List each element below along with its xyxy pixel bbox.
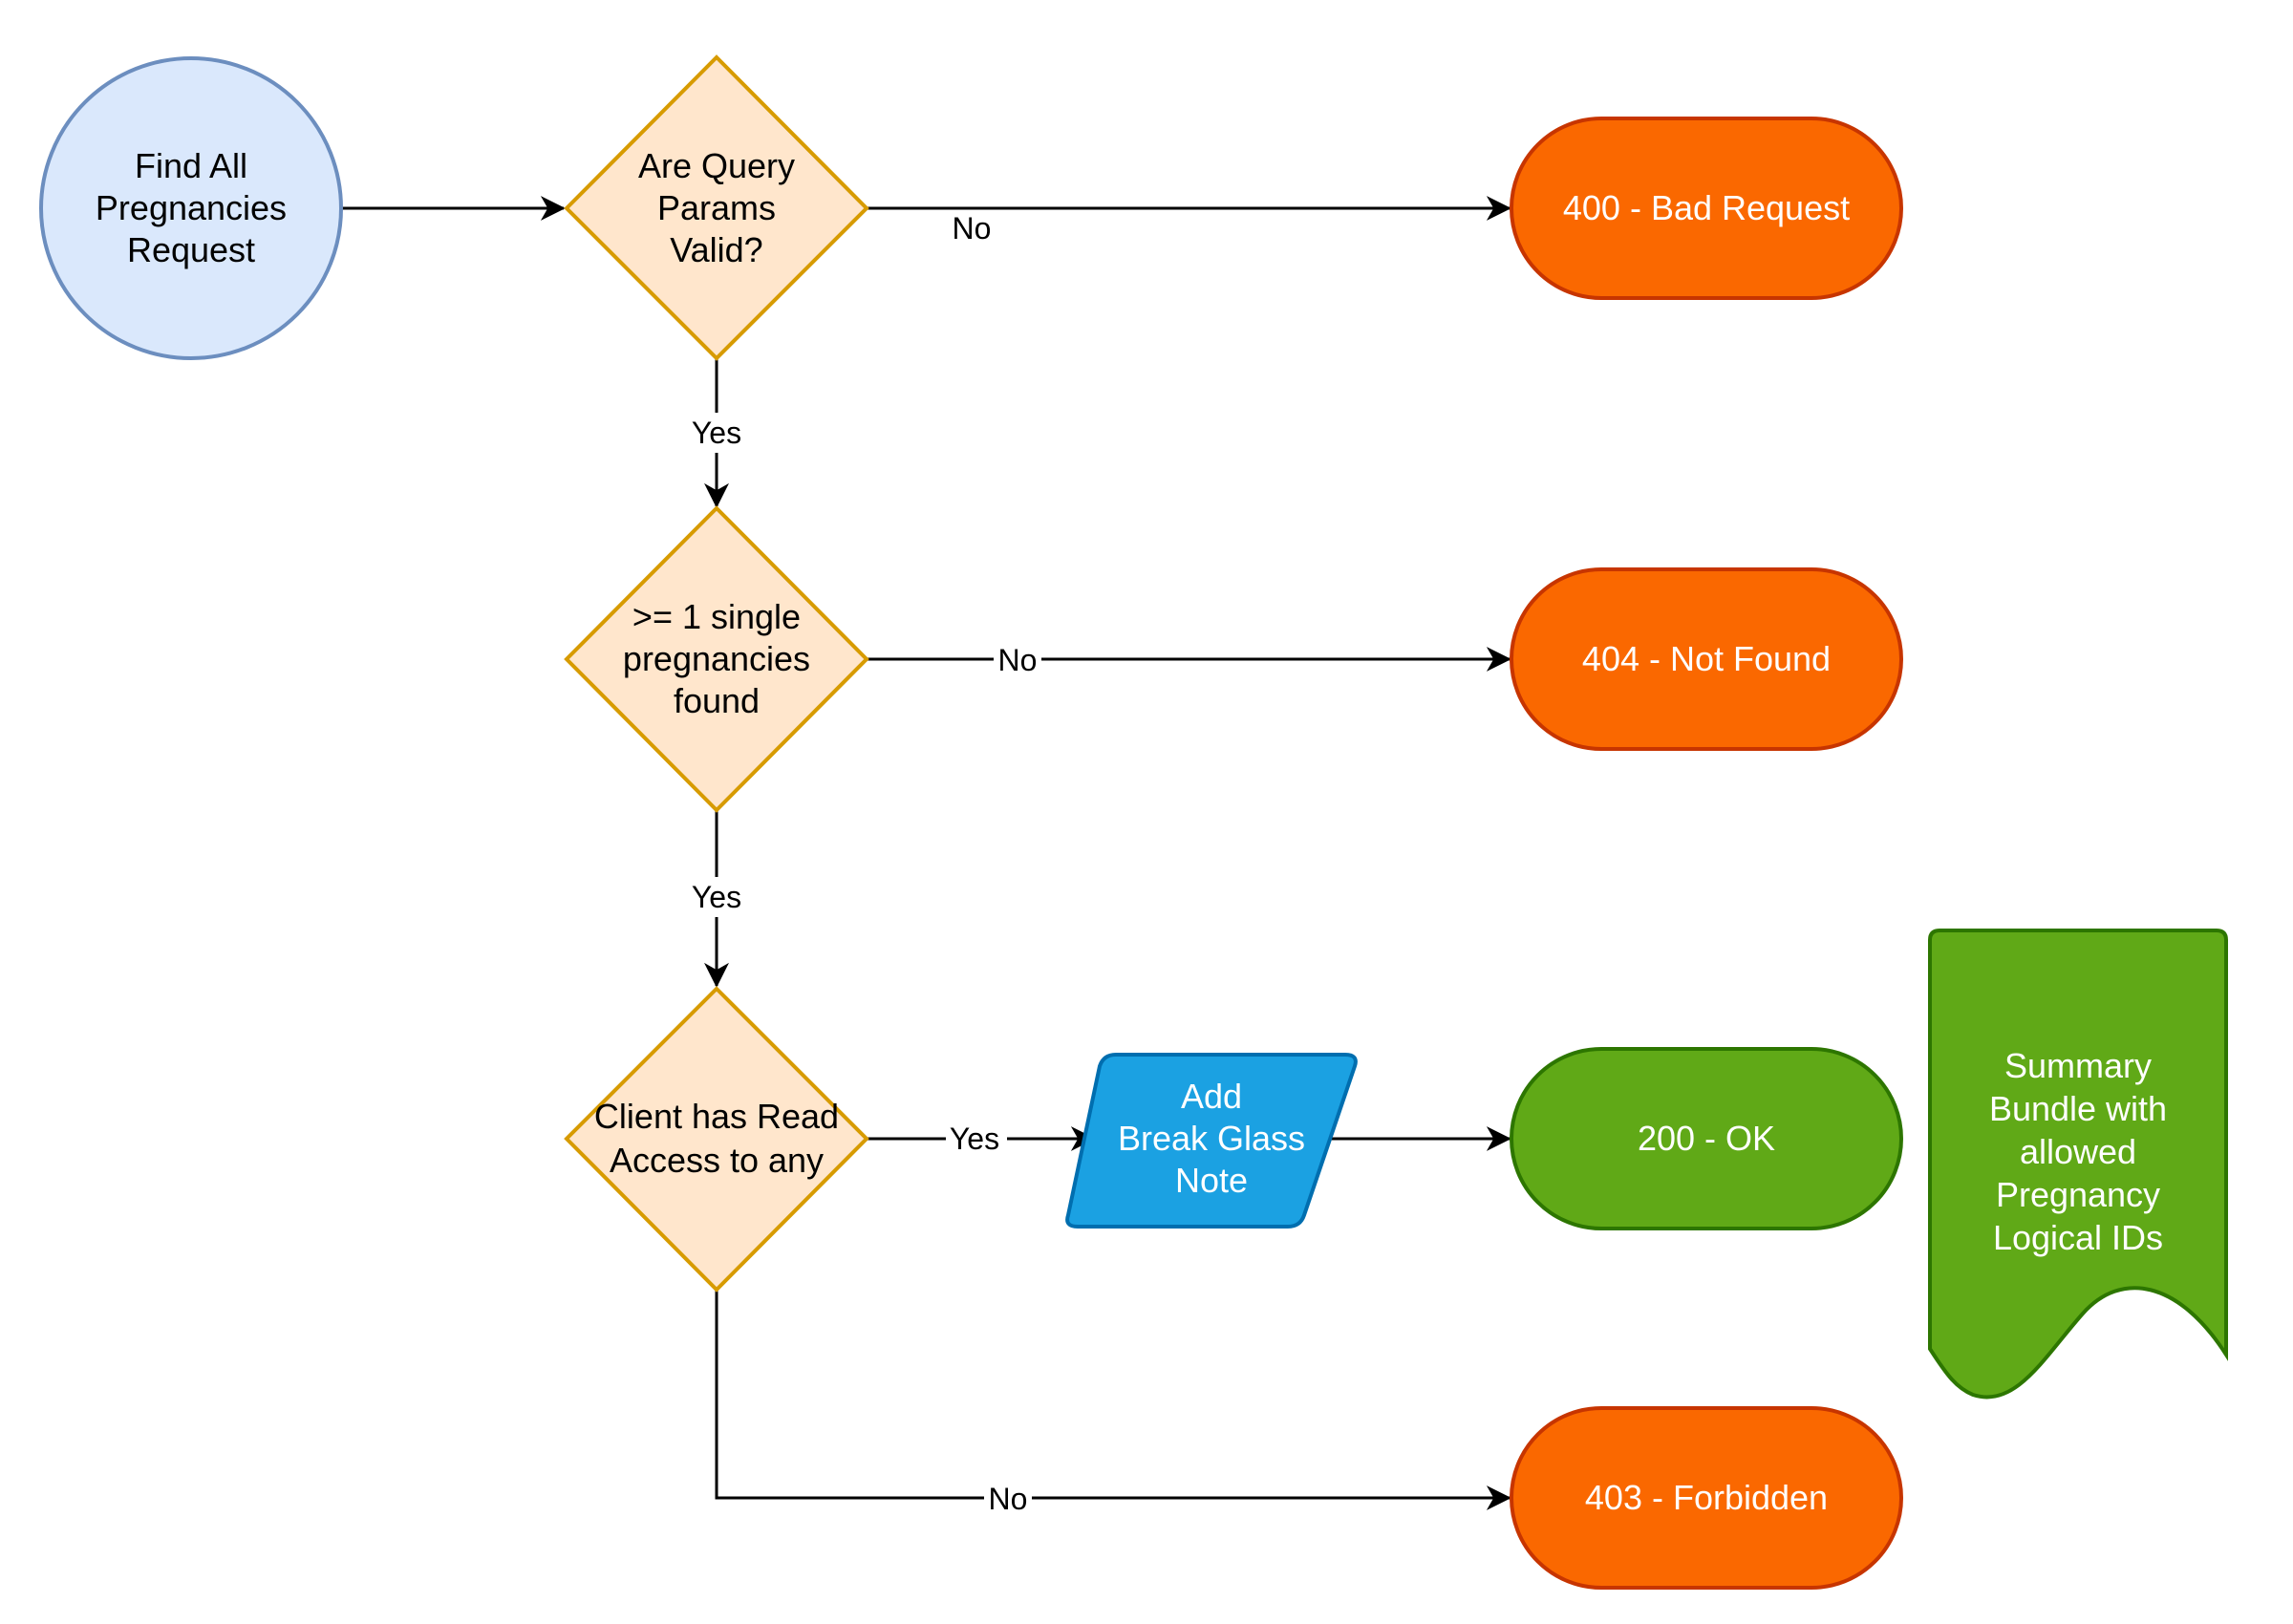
break-glass-label-line: Break Glass	[1118, 1119, 1305, 1158]
edge-label-found-no: No	[998, 643, 1038, 677]
query-params-valid-label-line: Are Query	[638, 146, 795, 185]
edge-label-query-no: No	[953, 211, 992, 246]
start-label-line: Pregnancies	[96, 188, 287, 227]
edge-label-access-yes: Yes	[950, 1122, 999, 1156]
ok-terminal-shape	[1510, 1047, 1903, 1230]
query-params-valid-label-line: Valid?	[670, 230, 762, 269]
edge-access-no	[715, 1290, 1511, 1510]
not-found-terminal-label: 404 - Not Found	[1582, 639, 1831, 678]
summary-bundle-label-line: Bundle with	[1989, 1089, 2167, 1128]
read-access-decision-shape	[564, 986, 869, 1293]
forbidden-terminal[interactable]: 403 - Forbidden	[1510, 1406, 1903, 1590]
edge-label-access-no: No	[989, 1482, 1028, 1516]
edge-label-bg	[686, 877, 747, 917]
ok-label-line: 200 - OK	[1638, 1119, 1775, 1158]
edges	[339, 196, 1511, 1510]
bad-request-terminal-shape	[1510, 117, 1903, 300]
pregnancies-found-label-line: pregnancies	[623, 639, 810, 678]
ok-terminal-label: 200 - OK	[1638, 1119, 1775, 1158]
pregnancies-found-label-line: >= 1 single	[632, 597, 801, 636]
summary-bundle-label-line: Pregnancy	[1996, 1175, 2160, 1214]
start-label-line: Find All	[135, 146, 247, 185]
edge-label-bg	[946, 1120, 1007, 1160]
break-glass-label-line: Add	[1181, 1077, 1242, 1116]
break-glass-node-shape	[1065, 1053, 1358, 1229]
summary-bundle-label-line: Logical IDs	[1993, 1218, 2163, 1257]
not-found-terminal[interactable]: 404 - Not Found	[1510, 567, 1903, 751]
break-glass-label-line: Note	[1175, 1161, 1248, 1200]
pregnancies-found-decision-shape	[564, 505, 869, 813]
edge-label-found-yes: Yes	[692, 880, 741, 914]
ok-terminal[interactable]: 200 - OK	[1510, 1047, 1903, 1230]
forbidden-terminal-shape	[1510, 1406, 1903, 1590]
bad-request-label-line: 400 - Bad Request	[1563, 188, 1850, 227]
edge-label-bg	[994, 640, 1041, 680]
bad-request-terminal[interactable]: 400 - Bad Request	[1510, 117, 1903, 300]
forbidden-terminal-label: 403 - Forbidden	[1585, 1478, 1828, 1517]
edge-label-bg	[686, 413, 747, 453]
not-found-terminal-shape	[1510, 567, 1903, 751]
query-params-valid-label-line: Params	[657, 188, 776, 227]
not-found-label-line: 404 - Not Found	[1582, 639, 1831, 678]
query-params-decision-shape	[564, 54, 869, 361]
edge-label-query-yes: Yes	[692, 416, 741, 450]
pregnancies-found-label-line: found	[674, 681, 760, 720]
start-node-shape	[39, 56, 343, 360]
edge-label-bg	[984, 1479, 1032, 1519]
client-read-access-label-line: Access to any	[610, 1141, 824, 1180]
bad-request-terminal-label: 400 - Bad Request	[1563, 188, 1850, 227]
forbidden-label-line: 403 - Forbidden	[1585, 1478, 1828, 1517]
summary-bundle-document-shape	[1928, 929, 2228, 1400]
summary-bundle-label-line: Summary	[2004, 1046, 2152, 1085]
start-label-line: Request	[127, 230, 255, 269]
client-read-access-label-line: Client has Read	[594, 1097, 839, 1136]
summary-bundle-label-line: allowed	[2020, 1132, 2136, 1171]
edge-labels: No Yes No Yes Yes No	[686, 211, 1041, 1519]
